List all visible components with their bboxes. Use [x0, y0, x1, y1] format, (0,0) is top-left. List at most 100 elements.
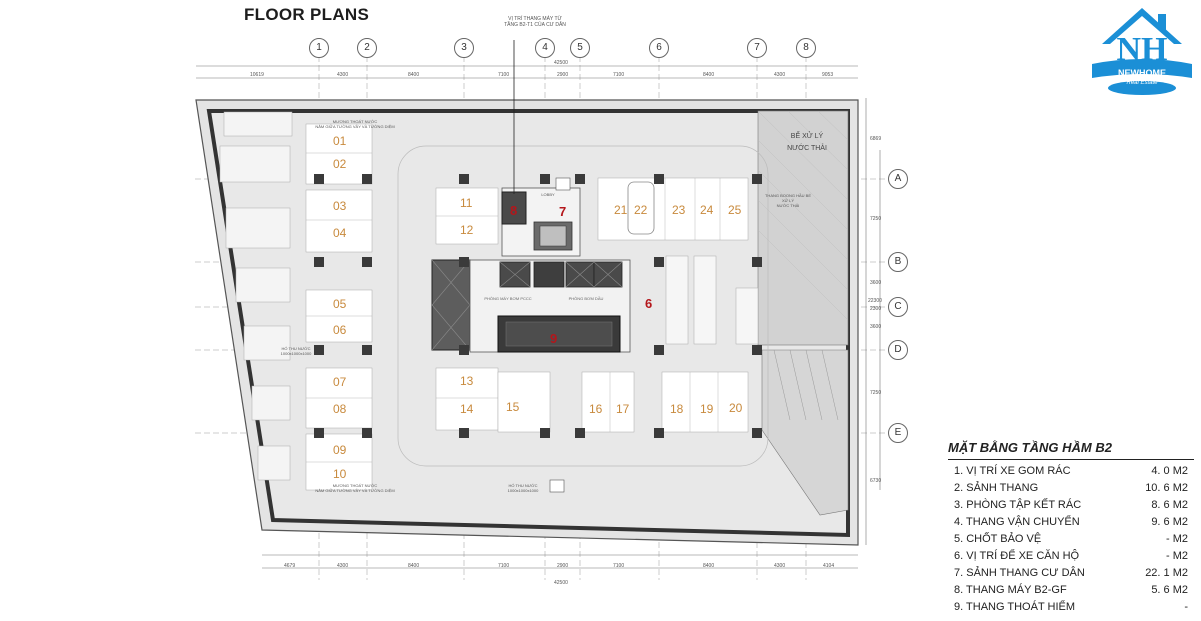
drain-note-top: MƯƠNG THOÁT NƯỚC NẰM GIỮA TƯỜNG VÂY VÀ T… — [315, 119, 395, 129]
dimension-label: 4300 — [774, 563, 786, 569]
parking-spot-number: 17 — [616, 402, 630, 416]
parking-spot-number: 25 — [728, 203, 742, 217]
legend-label: 4. THANG VẬN CHUYỂN — [954, 516, 1080, 528]
dimension-label: 2900 — [557, 72, 569, 78]
dimension-label: 7100 — [498, 563, 510, 569]
parking-spot-number: 08 — [333, 402, 347, 416]
dimension-label: 7100 — [613, 72, 625, 78]
legend-label: 3. PHÒNG TẬP KẾT RÁC — [954, 499, 1082, 511]
brand-logo: NH NEWHOME Real Estate — [1088, 4, 1196, 96]
dimension-label: 3600 — [870, 280, 882, 286]
legend-value: 9. 6 M2 — [1151, 516, 1188, 528]
zone-marker-stair: 9 — [550, 331, 558, 346]
legend-value: - M2 — [1166, 533, 1188, 545]
dimension-label: 4104 — [823, 563, 835, 569]
lobby-label: LOBBY — [541, 192, 555, 197]
legend-row: 9. THANG THOÁT HIỂM - — [948, 599, 1194, 616]
grid-column-label: 7 — [747, 38, 767, 58]
legend-label: 5. CHỐT BẢO VỆ — [954, 533, 1042, 545]
sump-note-left: HỐ THU NƯỚC 1000x1000x1000 — [280, 346, 312, 356]
legend-label: 6. VỊ TRÍ ĐỂ XE CĂN HỘ — [954, 550, 1080, 562]
legend-value: - M2 — [1166, 550, 1188, 562]
legend-row: 2. SẢNH THANG 10. 6 M2 — [948, 480, 1194, 497]
parking-spot-number: 04 — [333, 226, 347, 240]
zone-marker-lobby: 7 — [559, 204, 567, 219]
dimension-total-bottom: 42500 — [554, 580, 568, 586]
parking-spot-number: 12 — [460, 223, 474, 237]
dimension-label: 8400 — [408, 72, 420, 78]
parking-spot-number: 09 — [333, 443, 347, 457]
dimension-label: 7100 — [498, 72, 510, 78]
dimension-label: 7250 — [870, 216, 882, 222]
legend-value: 5. 6 M2 — [1151, 584, 1188, 596]
dimension-label: 10619 — [250, 72, 264, 78]
legend-label: 9. THANG THOÁT HIỂM — [954, 601, 1076, 613]
zone-marker-elevator: 8 — [510, 203, 518, 218]
page-title: FLOOR PLANS — [244, 5, 370, 24]
parking-spot-number: 10 — [333, 467, 347, 481]
dimension-label: 6869 — [870, 136, 882, 142]
legend-row: 5. CHỐT BẢO VỆ - M2 — [948, 531, 1194, 548]
pump-room-label: PHÒNG MÁY BƠM PCCC — [484, 296, 532, 301]
legend-label: 2. SẢNH THANG — [954, 482, 1039, 494]
dimension-label: 9053 — [822, 72, 834, 78]
parking-spot-number: 23 — [672, 203, 686, 217]
dimension-label: 4300 — [337, 563, 349, 569]
dimension-total-right: 22300 — [868, 298, 882, 304]
dimension-total-top: 42500 — [554, 60, 568, 66]
oil-pump-room-label: PHÒNG BƠM DẦU — [568, 296, 604, 301]
grid-row-label: B — [888, 252, 908, 272]
legend-value: 22. 1 M2 — [1145, 567, 1188, 579]
drain-note-bottom: MƯƠNG THOÁT NƯỚC NẰM GIỮA TƯỜNG VÂY VÀ T… — [315, 483, 395, 493]
legend-value: 8. 6 M2 — [1151, 499, 1188, 511]
grid-row-label: C — [888, 297, 908, 317]
dimension-label: 8400 — [703, 72, 715, 78]
legend-value: 10. 6 M2 — [1145, 482, 1188, 494]
grid-column-label: 2 — [357, 38, 377, 58]
grid-row-label: A — [888, 169, 908, 189]
grid-row-label: D — [888, 340, 908, 360]
legend-value: - — [1184, 601, 1188, 613]
grid-column-label: 8 — [796, 38, 816, 58]
brand-name: NEWHOME — [1118, 68, 1166, 78]
parking-spot-number: 19 — [700, 402, 714, 416]
dimension-label: 4300 — [774, 72, 786, 78]
parking-spot-number: 11 — [460, 196, 473, 210]
parking-spot-number: 14 — [460, 402, 474, 416]
legend-row: 8. THANG MÁY B2-GF 5. 6 M2 — [948, 582, 1194, 599]
dimension-label: 8400 — [703, 563, 715, 569]
house-logo-icon: NH — [1092, 8, 1192, 95]
parking-spot-number: 18 — [670, 402, 684, 416]
water-treatment-label: BỂ XỬ LÝ NƯỚC THẢI — [787, 133, 827, 152]
parking-spot-number: 20 — [729, 401, 743, 415]
dimension-label: 2900 — [557, 563, 569, 569]
parking-spot-number: 15 — [506, 400, 520, 414]
grid-column-label: 1 — [309, 38, 329, 58]
parking-spot-number: 24 — [700, 203, 714, 217]
legend-label: 8. THANG MÁY B2-GF — [954, 584, 1067, 596]
legend-label: 7. SẢNH THANG CƯ DÂN — [954, 567, 1085, 579]
legend-row: 6. VỊ TRÍ ĐỂ XE CĂN HỘ - M2 — [948, 548, 1194, 565]
grid-column-label: 4 — [535, 38, 555, 58]
zone-marker-parking: 6 — [645, 296, 653, 311]
parking-spot-number: 22 — [634, 203, 648, 217]
dimension-label: 6730 — [870, 478, 882, 484]
grid-column-label: 5 — [570, 38, 590, 58]
parking-spot-number: 06 — [333, 323, 347, 337]
sump-note-bottom: HỐ THU NƯỚC 1000x1000x1000 — [507, 483, 539, 493]
brand-tagline: Real Estate — [1126, 80, 1158, 86]
grid-row-label: E — [888, 423, 908, 443]
parking-spot-number: 13 — [460, 374, 474, 388]
legend-title: MẶT BẰNG TẦNG HẦM B2 — [948, 440, 1194, 460]
elevator-note: VỊ TRÍ THANG MÁY TỪ TẦNG B2-T1 CỦA CƯ DÂ… — [504, 16, 566, 28]
legend-label: 1. VỊ TRÍ XE GOM RÁC — [954, 465, 1071, 477]
parking-spot-number: 21 — [614, 203, 628, 217]
dimension-label: 7100 — [613, 563, 625, 569]
area-legend: MẶT BẰNG TẦNG HẦM B2 1. VỊ TRÍ XE GOM RÁ… — [948, 440, 1194, 616]
parking-spot-number: 07 — [333, 375, 347, 389]
dimension-label: 8400 — [408, 563, 420, 569]
parking-spot-number: 05 — [333, 297, 347, 311]
legend-row: 4. THANG VẬN CHUYỂN 9. 6 M2 — [948, 514, 1194, 531]
